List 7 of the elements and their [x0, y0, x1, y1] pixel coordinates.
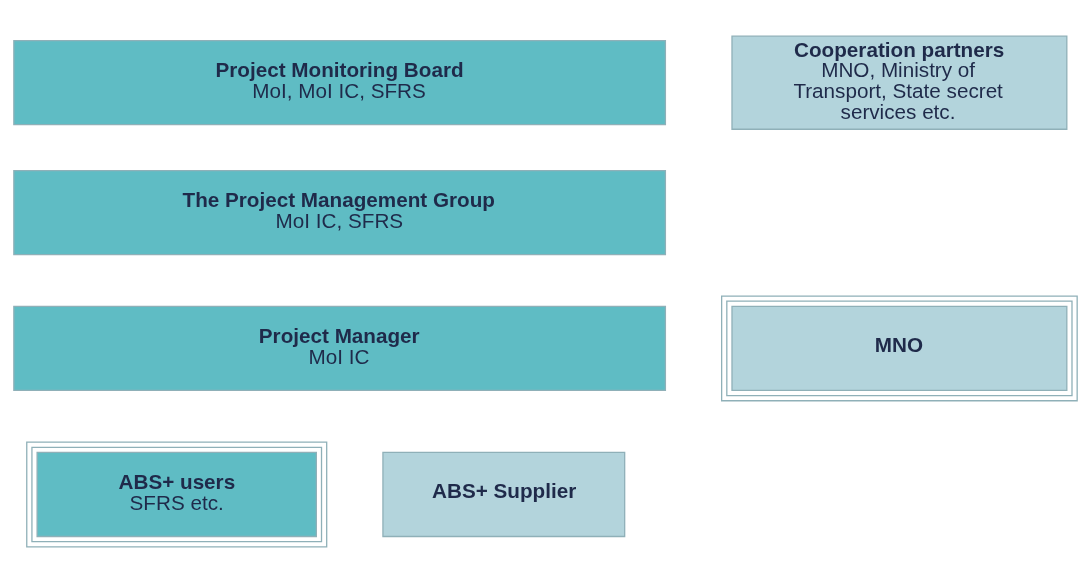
node-box: MNO [721, 295, 1078, 402]
node-box: Project Monitoring Board MoI, MoI IC, SFRS [13, 40, 667, 126]
node-box: Cooperation partners MNO, Ministry of Transport, State secret services etc. [731, 35, 1068, 130]
node-box: ABS+ Supplier [382, 451, 626, 538]
node-box: ABS+ users SFRS etc. [26, 441, 328, 548]
node-box: Project Manager MoI IC [13, 305, 667, 392]
node-box: The Project Management Group MoI IC, SFRS [13, 169, 667, 256]
